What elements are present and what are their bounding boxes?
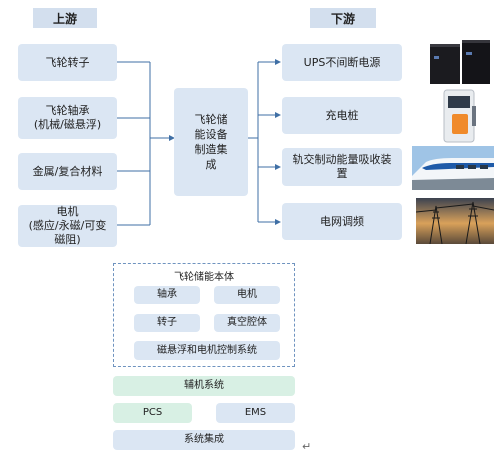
aux-system: 辅机系统 [113,376,295,396]
downstream-header: 下游 [310,8,376,28]
body-item-motor: 电机 [214,286,280,304]
flywheel-body-title: 飞轮储能本体 [174,272,234,283]
body-item-bearing: 轴承 [134,286,200,304]
ups-cabinet-image [424,38,494,86]
upstream-motor: 电机 (感应/永磁/可变 磁阻) [18,205,117,247]
charging-pile-image [432,86,488,144]
ems-box: EMS [216,403,295,423]
body-item-rotor: 转子 [134,314,200,332]
upstream-header: 上游 [33,8,97,28]
center-manufacturing-integration: 飞轮储 能设备 制造集 成 [174,88,248,196]
pcs-box: PCS [113,403,192,423]
upstream-flywheel-rotor: 飞轮转子 [18,44,117,81]
upstream-materials: 金属/复合材料 [18,153,117,190]
power-grid-image [416,198,494,244]
downstream-grid-regulation: 电网调频 [282,203,402,240]
upstream-flywheel-bearing: 飞轮轴承 (机械/磁悬浮) [18,97,117,139]
flywheel-body-group [113,263,295,367]
body-item-vacuum-chamber: 真空腔体 [214,314,280,332]
downstream-charging-pile: 充电桩 [282,97,402,134]
rail-train-image [412,146,494,190]
downstream-ups: UPS不间断电源 [282,44,402,81]
system-integration: 系统集成 [113,430,295,450]
downstream-rail-braking: 轨交制动能量吸收装 置 [282,148,402,186]
body-control-system: 磁悬浮和电机控制系统 [134,341,280,360]
return-mark: ↵ [302,440,312,453]
